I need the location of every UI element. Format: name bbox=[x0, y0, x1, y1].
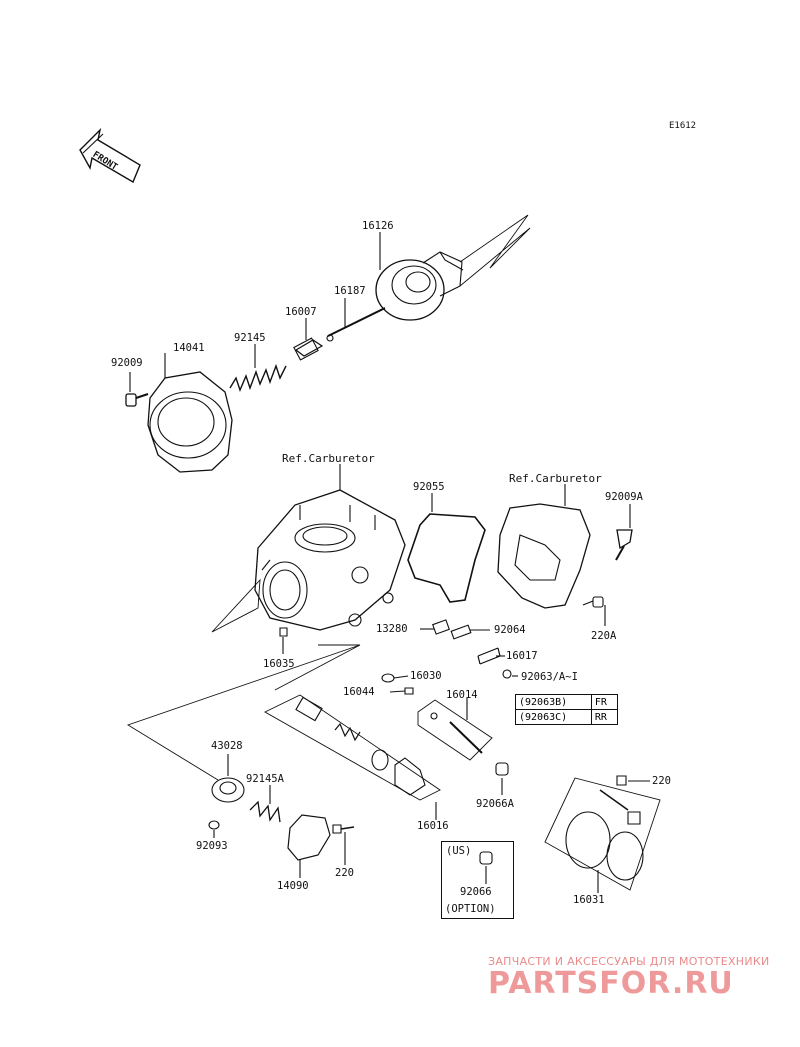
label-16035: 16035 bbox=[263, 658, 295, 670]
option-box bbox=[441, 841, 514, 919]
diagram-code: E1612 bbox=[669, 121, 697, 131]
label-92145a: 92145A bbox=[246, 773, 284, 785]
jets-group-part bbox=[420, 620, 518, 678]
legend-position: FR bbox=[590, 694, 619, 710]
vacuum-piston-part bbox=[376, 215, 530, 320]
label-92093: 92093 bbox=[196, 840, 228, 852]
label-92066a: 92066A bbox=[476, 798, 514, 810]
oring-92093-part bbox=[209, 821, 219, 838]
label-92055: 92055 bbox=[413, 481, 445, 493]
label-13280: 13280 bbox=[376, 623, 408, 635]
label-14041: 14041 bbox=[173, 342, 205, 354]
watermark-logo: PARTSFOR.RU bbox=[488, 966, 734, 1001]
label-16044: 16044 bbox=[343, 686, 375, 698]
spring-92145a-part bbox=[250, 785, 280, 822]
legend-row: (92063C) RR bbox=[515, 709, 619, 725]
diaphragm-43028-part bbox=[212, 754, 244, 802]
cover-14090-part bbox=[288, 815, 330, 878]
label-16030: 16030 bbox=[410, 670, 442, 682]
screw-220a-part bbox=[583, 597, 605, 626]
legend-code: (92063C) bbox=[515, 709, 592, 725]
label-16031: 16031 bbox=[573, 894, 605, 906]
label-16126: 16126 bbox=[362, 220, 394, 232]
label-220a: 220A bbox=[591, 630, 617, 642]
needle-holder-part bbox=[294, 318, 322, 360]
float-16031-part bbox=[545, 778, 660, 893]
starter-plunger-16016-part bbox=[265, 695, 440, 820]
front-arrow-icon bbox=[80, 130, 140, 182]
label-16007: 16007 bbox=[285, 306, 317, 318]
label-220-lower: 220 bbox=[335, 867, 354, 879]
screw-220-lower-part bbox=[333, 825, 354, 865]
top-cover-part bbox=[148, 353, 232, 472]
label-92145: 92145 bbox=[234, 332, 266, 344]
screw-92009a-part bbox=[616, 504, 632, 560]
plug-92066a-part bbox=[496, 763, 508, 795]
legend-row: (92063B) FR bbox=[515, 694, 619, 710]
ref-carburetor-right: Ref.Carburetor bbox=[509, 472, 602, 485]
position-legend-table: (92063B) FR (92063C) RR bbox=[515, 694, 619, 725]
label-16017: 16017 bbox=[506, 650, 538, 662]
label-92063: 92063/A~I bbox=[521, 671, 578, 683]
label-92064: 92064 bbox=[494, 624, 526, 636]
label-16014: 16014 bbox=[446, 689, 478, 701]
float-valve-16014-part bbox=[418, 698, 492, 760]
label-220-upper: 220 bbox=[652, 775, 671, 787]
small-parts-16030-16044 bbox=[382, 674, 413, 694]
pilot-jet-16035-part bbox=[128, 628, 360, 780]
label-16016: 16016 bbox=[417, 820, 449, 832]
float-bowl-part bbox=[498, 484, 590, 608]
legend-code: (92063B) bbox=[515, 694, 592, 710]
label-14090: 14090 bbox=[277, 880, 309, 892]
screw-220-upper-part bbox=[617, 776, 650, 785]
jet-needle-part bbox=[327, 298, 385, 341]
plug-92066-part bbox=[480, 852, 492, 884]
label-16187: 16187 bbox=[334, 285, 366, 297]
label-92009: 92009 bbox=[111, 357, 143, 369]
option-box-note: (OPTION) bbox=[445, 903, 496, 915]
gasket-92055-part bbox=[408, 493, 485, 602]
watermark-tagline: ЗАПЧАСТИ И АКСЕССУАРЫ ДЛЯ МОТОТЕХНИКИ bbox=[488, 955, 770, 968]
label-92009a: 92009A bbox=[605, 491, 643, 503]
legend-position: RR bbox=[590, 709, 619, 725]
screw-92009-part bbox=[126, 372, 148, 406]
spring-92145-part bbox=[230, 344, 286, 390]
label-92066: 92066 bbox=[460, 886, 492, 898]
option-box-region: (US) bbox=[446, 845, 472, 857]
carburetor-body-part bbox=[212, 464, 405, 632]
label-43028: 43028 bbox=[211, 740, 243, 752]
ref-carburetor-left: Ref.Carburetor bbox=[282, 452, 375, 465]
